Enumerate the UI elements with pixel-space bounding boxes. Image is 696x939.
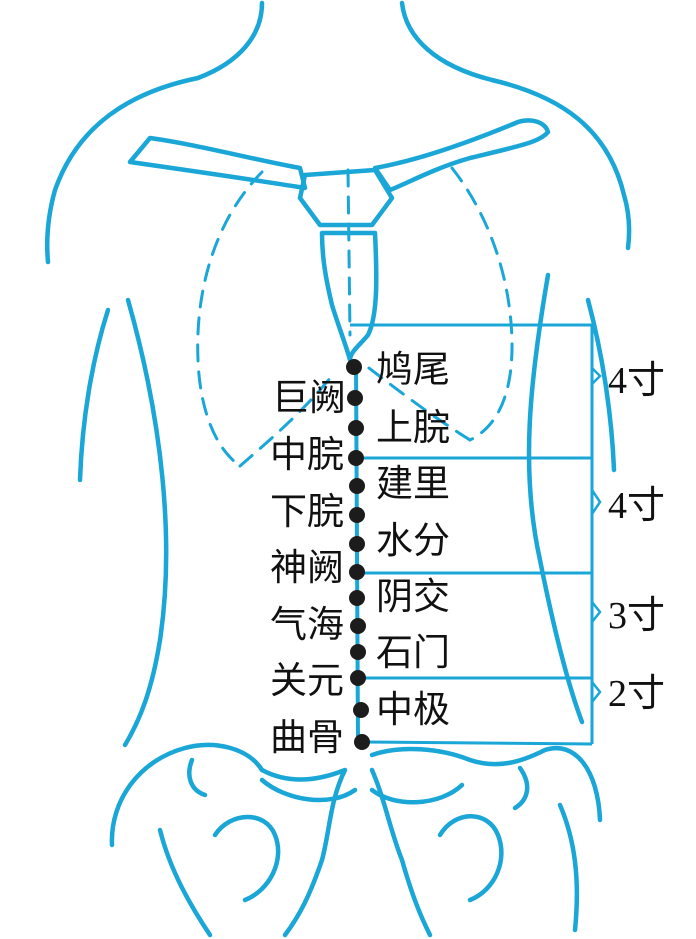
acupoint-label-shangwan: 上脘 xyxy=(376,406,450,449)
acupoint-dot xyxy=(347,390,363,406)
acupoint-label-qugu: 曲骨 xyxy=(270,716,344,759)
left-shoulder xyxy=(45,75,201,265)
right-labels: 鸠尾 上脘 建里 水分 阴交 石门 中极 xyxy=(376,348,450,731)
left-waist xyxy=(122,297,169,748)
acupoint-markers xyxy=(346,359,370,750)
left-labels: 巨阙 中脘 下脘 神阙 气海 关元 曲骨 xyxy=(270,376,346,759)
right-waist xyxy=(526,272,585,725)
right-arm-inner xyxy=(585,297,617,473)
measure-label-2: 4寸 xyxy=(608,485,665,527)
acupoint-dot xyxy=(348,420,364,436)
acupoint-label-shimen: 石门 xyxy=(376,631,450,674)
left-arm-inner xyxy=(77,307,111,483)
measurement-labels: 4寸 4寸 3寸 2寸 xyxy=(608,360,665,715)
measure-label-1: 4寸 xyxy=(608,360,665,402)
acupoint-dot xyxy=(346,359,362,375)
sternum-center-dash xyxy=(346,168,352,337)
left-pubis xyxy=(259,777,358,803)
acupoint-dot xyxy=(350,644,366,660)
acupoint-label-jiuwei: 鸠尾 xyxy=(376,348,450,391)
acupoint-dot xyxy=(349,536,365,552)
left-iliac-crest xyxy=(109,742,265,848)
neck-right xyxy=(399,0,495,83)
acupoint-label-xiawan: 下脘 xyxy=(270,490,344,533)
torso-anatomy xyxy=(45,0,632,938)
acupoint-dot xyxy=(349,564,365,580)
acupoint-label-shenque: 神阙 xyxy=(270,546,344,589)
conception-vessel-line xyxy=(354,359,360,746)
acupoint-label-qihai: 气海 xyxy=(270,603,344,646)
acupoint-dot xyxy=(349,590,365,606)
acupoint-dot xyxy=(349,507,365,523)
acupoint-label-jianli: 建里 xyxy=(376,462,450,505)
acupoint-dot xyxy=(353,702,369,718)
manubrium xyxy=(297,167,395,228)
right-shoulder xyxy=(489,77,632,251)
right-iliac-inner xyxy=(512,765,530,811)
acupoint-dot xyxy=(350,670,366,686)
acupoint-label-zhongwan: 中脘 xyxy=(270,433,344,476)
left-ilium xyxy=(259,767,348,938)
rib-cage-right xyxy=(450,166,514,442)
acupoint-label-zhongji: 中极 xyxy=(376,688,450,731)
sternum xyxy=(319,230,379,363)
right-pubis xyxy=(369,782,465,805)
left-clavicle xyxy=(127,135,308,191)
acupoint-label-juque: 巨阙 xyxy=(272,376,346,419)
measure-brace-4 xyxy=(590,680,602,704)
rib-cage-left xyxy=(196,170,264,468)
left-iliac-inner xyxy=(187,757,208,798)
measure-label-3: 3寸 xyxy=(608,595,665,637)
acupoint-label-guanyuan: 关元 xyxy=(270,659,344,702)
right-clavicle xyxy=(372,118,551,193)
acupoint-label-yinjiao: 阴交 xyxy=(376,575,450,618)
neck-left xyxy=(195,0,265,81)
measure-brace-2 xyxy=(590,488,602,516)
left-hip-socket xyxy=(212,814,281,903)
rib-cage-right-costal xyxy=(363,363,472,442)
measure-brace-1 xyxy=(590,366,602,386)
right-femur xyxy=(557,802,580,933)
acupoint-dot xyxy=(350,618,366,634)
right-iliac-crest xyxy=(369,745,603,823)
acupoint-dot xyxy=(349,478,365,494)
acupoint-dot xyxy=(354,734,370,750)
measurement-guides xyxy=(350,323,602,746)
measure-label-4: 2寸 xyxy=(608,673,665,715)
acupoint-label-shuifen: 水分 xyxy=(376,519,450,562)
rib-cage-left-costal xyxy=(238,370,337,468)
measure-brace-3 xyxy=(590,600,602,624)
guide-line-pubic xyxy=(361,740,593,746)
right-hip-socket xyxy=(437,814,504,903)
acupoint-dot xyxy=(348,450,364,466)
left-femur xyxy=(157,827,213,938)
